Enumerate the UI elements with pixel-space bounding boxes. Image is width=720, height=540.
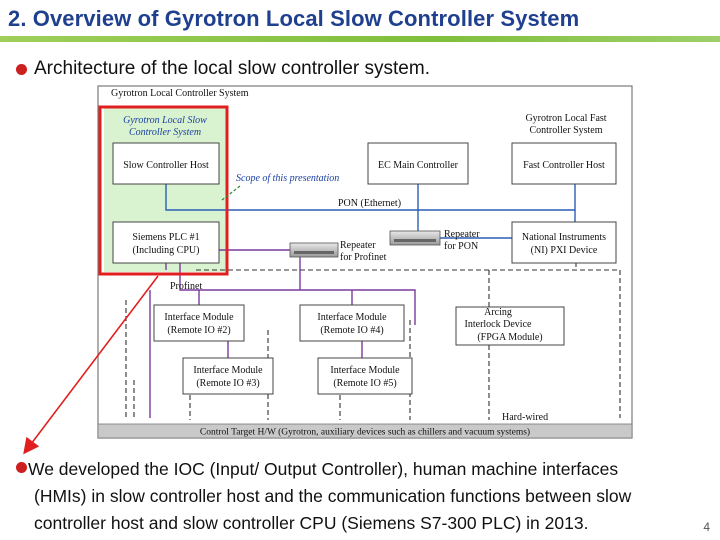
ec-main-controller-box [367,142,469,185]
bullet-text-2: We developed the IOC (Input/ Output Cont… [28,456,718,537]
ni-pxi-label-1: National Instruments [522,232,606,243]
scope-highlight-frame [98,105,229,276]
slow-controller-host-label: Slow Controller Host [123,160,209,171]
fast-system-label-1: Gyrotron Local Fast [525,113,606,124]
bullet-text-2-line-3: controller host and slow controller CPU … [34,513,589,533]
scope-note: Scope of this presentation [236,173,339,184]
interface-module-io3-box [182,357,274,395]
interface-module-io2-box [153,304,245,342]
bullet-text-1: Architecture of the local slow controlle… [34,58,430,79]
system-label: Gyrotron Local Controller System [111,88,249,99]
repeater-profinet-label-2: for Profinet [340,252,387,263]
arcing-interlock-box [455,306,565,346]
siemens-plc-label-2: (Including CPU) [133,245,200,256]
repeater-profinet-label-1: Repeater [340,240,376,251]
pon-label: PON (Ethernet) [338,198,401,209]
interface-module-io3-label-1: Interface Module [193,365,263,376]
repeater-profinet-device [289,242,339,258]
title-underline [0,36,720,42]
siemens-plc-box [112,221,220,264]
interface-module-io4-box [299,304,405,342]
scope-note-connector [221,185,241,201]
siemens-plc-label-1: Siemens PLC #1 [132,232,199,243]
slide-title: 2. Overview of Gyrotron Local Slow Contr… [8,6,580,31]
repeater-pon-device [389,230,441,246]
fast-controller-host-label: Fast Controller Host [523,160,605,171]
interface-module-io2-label-2: (Remote IO #2) [167,325,230,336]
interface-module-io4-label-2: (Remote IO #4) [320,325,383,336]
repeater-pon-label-2: for PON [444,241,478,252]
ec-main-controller-label: EC Main Controller [378,160,459,171]
control-target-label: Control Target H/W (Gyrotron, auxiliary … [200,427,530,438]
hardwired-label: Hard-wired [502,412,548,423]
interface-module-io3-label-2: (Remote IO #3) [196,378,259,389]
fast-system-label-2: Controller System [529,125,602,136]
ni-pxi-label-2: (NI) PXI Device [531,245,598,256]
slow-system-label-1: Gyrotron Local Slow [123,115,207,126]
ni-pxi-box [511,221,617,264]
bullet-dot-1 [16,64,27,75]
interface-module-io5-label-2: (Remote IO #5) [333,378,396,389]
bullet-dot-2 [16,462,27,473]
page-number: 4 [703,520,710,534]
slow-controller-host-box [112,142,220,185]
highlight-arrow [23,275,159,455]
interface-module-io5-label-1: Interface Module [330,365,400,376]
control-target-bar [97,423,633,439]
arcing-interlock-label-2: Interlock Device [465,319,532,330]
interface-module-io4-label-1: Interface Module [317,312,387,323]
bullet-text-2-line-1: We developed the IOC (Input/ Output Cont… [28,459,619,479]
fast-controller-host-box [511,142,617,185]
arcing-interlock-label-1: Arcing [484,307,512,318]
bullet-text-2-line-2: (HMIs) in slow controller host and the c… [34,486,632,506]
arcing-interlock-label-3: (FPGA Module) [477,332,542,343]
slow-system-label-2: Controller System [129,127,201,138]
profinet-label: Profinet [170,281,202,292]
interface-module-io5-box [317,357,413,395]
interface-module-io2-label-1: Interface Module [164,312,234,323]
repeater-pon-label-1: Repeater [444,229,480,240]
